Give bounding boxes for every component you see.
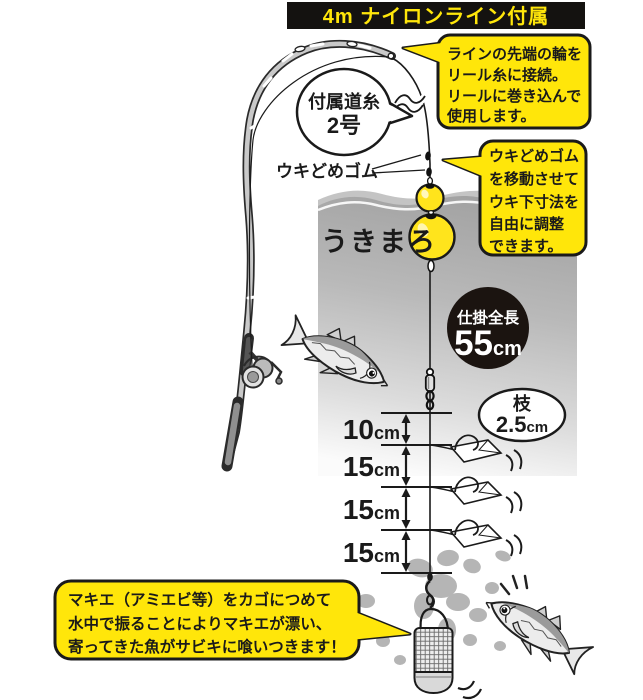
float-stopper-label: ウキどめゴム xyxy=(276,161,378,181)
measurement-label: 15cm xyxy=(343,451,400,482)
motion-arcs xyxy=(505,491,523,514)
sabiki-hook-2 xyxy=(429,476,523,514)
badge-value: 55cm xyxy=(454,324,522,363)
measurement-label: 10cm xyxy=(343,414,400,445)
reel-line xyxy=(248,55,390,367)
fish-left xyxy=(280,314,389,387)
bubble-float-adjust: ウキどめゴム を移動させて ウキ下寸法を 自由に調整 できます。 xyxy=(441,139,588,257)
bubble-text-line: できます。 xyxy=(489,238,563,255)
sabiki-hook-3 xyxy=(429,519,523,557)
bubble-chum-cage: マキエ（アミエビ等）をカゴにつめて 水中で振ることによりマキエが漂い、 寄ってき… xyxy=(53,579,412,661)
measurement-scale xyxy=(381,412,452,574)
reel-spool-hub xyxy=(247,371,259,383)
bubble-text-line: 寄ってきた魚がサビキに喰いつきます！ xyxy=(68,637,346,656)
rod-guide-icon xyxy=(346,40,358,48)
reel-bail xyxy=(243,355,269,367)
bubble-text-line: マキエ（アミエビ等）をカゴにつめて xyxy=(68,590,331,609)
cage-motion-arcs xyxy=(457,680,483,700)
spinning-reel xyxy=(241,350,283,389)
badge-title: 仕掛全長 xyxy=(456,308,520,327)
bubble-text-line: ラインの先端の輪を xyxy=(447,45,582,63)
sabiki-hook-1 xyxy=(429,434,523,472)
fish-right xyxy=(485,601,594,676)
cage-mesh-body xyxy=(413,627,454,677)
tick-lines xyxy=(381,412,452,574)
motion-arcs xyxy=(505,534,523,557)
line-spec-callout: 付属道糸 2号 xyxy=(295,67,414,157)
float-stopper-beads xyxy=(425,151,434,186)
branch-value: 2.5cm xyxy=(496,412,548,437)
chum-cage xyxy=(413,572,483,700)
cage-bead xyxy=(427,572,433,582)
banner-text: 4m ナイロンライン付属 xyxy=(323,4,549,28)
total-length-badge: 仕掛全長 55cm xyxy=(447,287,529,369)
pointer-lines xyxy=(371,154,426,174)
rod-joints xyxy=(241,42,372,378)
brand-label: うきまろ xyxy=(321,227,437,257)
chum-cloud xyxy=(346,549,511,669)
top-banner: 4m ナイロンライン付属 xyxy=(287,2,585,29)
measurement-label: 15cm xyxy=(343,494,400,525)
bubble-text-line: を移動させて xyxy=(489,170,579,188)
fishing-rod xyxy=(221,39,396,472)
reel-seat-inner xyxy=(243,337,252,373)
branch-length-oval: 枝 2.5cm xyxy=(477,387,567,443)
bubble-text-line: 使用します。 xyxy=(446,107,536,125)
bubble-text-line: 自由に調整 xyxy=(489,215,564,233)
bubble-text-line: 水中で振ることによりマキエが漂い、 xyxy=(68,614,331,633)
float-bottom xyxy=(408,210,456,261)
bubble-text-line: ウキどめゴム xyxy=(489,147,579,165)
bubble-reel-connection: ラインの先端の輪を リール糸に接続。 リールに巻き込んで 使用します。 xyxy=(401,33,592,130)
measure-arrow xyxy=(401,414,411,572)
measurement-label: 15cm xyxy=(343,537,400,568)
bubble-text-line: ウキ下寸法を xyxy=(489,193,579,211)
reel-knob xyxy=(275,377,283,385)
rod-guide-icon xyxy=(294,45,306,53)
float-stopper-callout: ウキどめゴム xyxy=(276,154,426,181)
cage-handle-wire xyxy=(419,607,450,633)
barrel-swivel xyxy=(424,367,436,411)
line-spec-title: 付属道糸 xyxy=(308,91,380,112)
bubble-text-line: リール糸に接続。 xyxy=(447,66,567,84)
excitement-marks xyxy=(499,574,529,596)
bubble-text-line: リールに巻き込んで xyxy=(447,87,581,105)
rod-grip xyxy=(224,402,241,466)
float-lock-bead xyxy=(427,259,435,273)
cage-bottom-weight xyxy=(413,671,454,695)
line-spec-value: 2号 xyxy=(327,113,361,138)
float-top xyxy=(415,183,445,213)
motion-arcs xyxy=(505,449,523,472)
cage-snap-ring xyxy=(426,594,434,606)
branch-title: 枝 xyxy=(512,393,532,414)
